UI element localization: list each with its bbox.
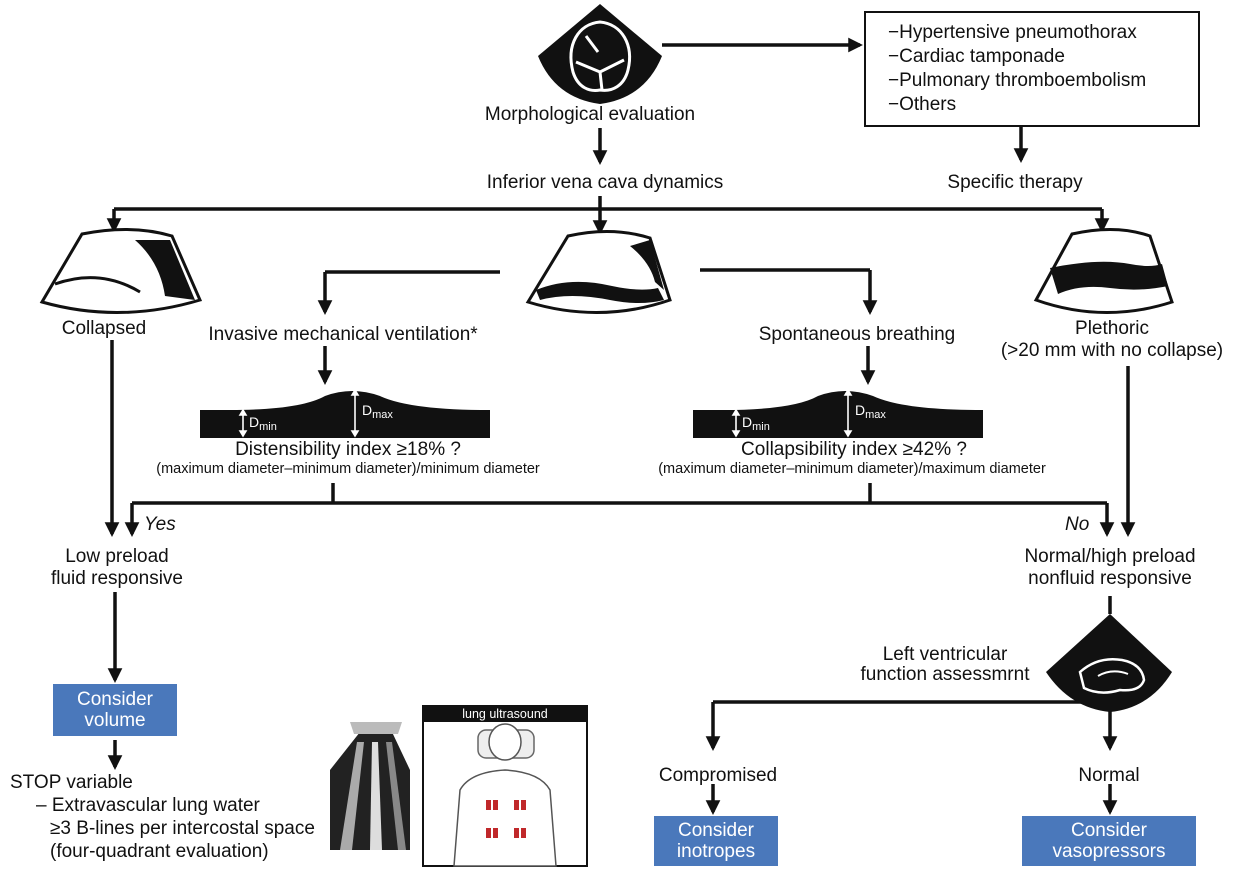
stop-variable-line1: – Extravascular lung water xyxy=(36,795,260,816)
normal-function-label: Normal xyxy=(1078,765,1140,786)
lung-ultrasound-illustration xyxy=(422,705,588,867)
d-max-label-left: Dmax xyxy=(362,402,393,421)
differential-diagnosis-box: −Hypertensive pneumothorax −Cardiac tamp… xyxy=(864,11,1200,127)
plethoric-criteria: (>20 mm with no collapse) xyxy=(1000,340,1224,361)
compromised-label: Compromised xyxy=(658,765,778,786)
ventilation-diameter-strip xyxy=(200,388,490,438)
stop-variable-title: STOP variable xyxy=(10,772,133,793)
normal-preload-label: Normal/high preload xyxy=(1024,546,1196,567)
differential-item: −Others xyxy=(888,94,957,115)
differential-item: −Pulmonary thromboembolism xyxy=(888,70,1147,91)
breathing-diameter-strip xyxy=(693,388,983,438)
morphological-evaluation-label: Morphological evaluation xyxy=(484,104,696,125)
stop-variable-line2: ≥3 B-lines per intercostal space xyxy=(50,818,315,839)
d-min-label-left: Dmin xyxy=(249,414,277,433)
collapsibility-index-label: Collapsibility index ≥42% ? xyxy=(741,439,967,460)
low-preload-label: Low preload xyxy=(65,546,169,567)
collapsed-label: Collapsed xyxy=(61,318,147,339)
nonfluid-responsive-label: nonfluid responsive xyxy=(1028,568,1192,589)
lv-echo-icon xyxy=(1046,614,1172,712)
connector-lines xyxy=(104,37,1136,815)
differential-item: −Cardiac tamponade xyxy=(888,46,1065,67)
heart-echo-icon xyxy=(538,4,662,104)
differential-item: −Hypertensive pneumothorax xyxy=(888,22,1137,43)
mechanical-ventilation-label: Invasive mechanical ventilation* xyxy=(208,324,478,345)
lung-ultrasound-title: lung ultrasound xyxy=(423,706,587,722)
lung-probe-icon xyxy=(330,722,410,850)
ivc-plethoric-icon xyxy=(1033,227,1174,314)
ivc-collapsed-icon xyxy=(39,228,203,315)
no-label: No xyxy=(1065,514,1090,535)
d-min-label-right: Dmin xyxy=(742,414,770,433)
lv-function-label-line1: Left ventricular xyxy=(882,644,1008,665)
spontaneous-breathing-label: Spontaneous breathing xyxy=(758,324,956,345)
yes-label: Yes xyxy=(144,514,176,535)
fluid-responsive-label: fluid responsive xyxy=(50,568,184,589)
distensibility-index-label: Distensibility index ≥18% ? xyxy=(235,439,461,460)
stop-variable-line3: (four-quadrant evaluation) xyxy=(50,841,269,862)
ivc-normal-icon xyxy=(525,230,672,315)
distensibility-formula: (maximum diameter–minimum diameter)/mini… xyxy=(156,461,540,477)
specific-therapy-label: Specific therapy xyxy=(947,172,1083,193)
d-max-label-right: Dmax xyxy=(855,402,886,421)
lv-function-label-line2: function assessmrnt xyxy=(860,664,1030,685)
plethoric-label: Plethoric xyxy=(1075,318,1149,339)
ivc-dynamics-label: Inferior vena cava dynamics xyxy=(486,172,724,193)
collapsibility-formula: (maximum diameter–minimum diameter)/maxi… xyxy=(658,461,1046,477)
